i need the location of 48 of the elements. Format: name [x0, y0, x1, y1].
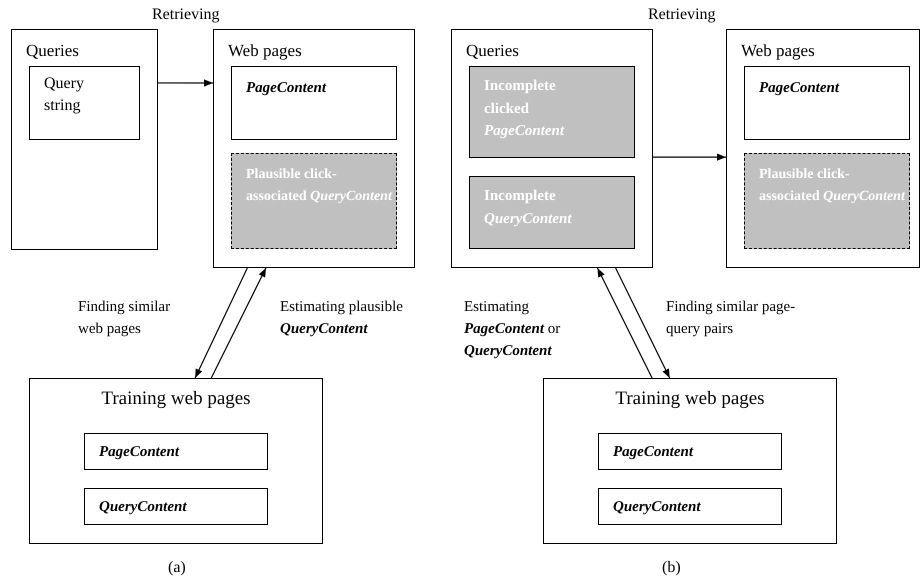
process-box	[231, 66, 397, 140]
node-text: PageContent	[759, 79, 840, 98]
node-text: Web pages	[228, 40, 303, 62]
arrow	[596, 268, 653, 378]
node-text: PageContent	[99, 443, 180, 462]
arrow	[615, 268, 670, 378]
panel-label: Retrieving	[152, 5, 220, 25]
process-box	[84, 488, 268, 525]
container-box	[726, 29, 920, 268]
arrow	[210, 268, 266, 378]
edge-label: Finding similar web pages	[78, 298, 172, 339]
node-text: Training web pages	[614, 387, 766, 411]
process-box	[744, 66, 910, 140]
node-text: QueryContent	[99, 498, 188, 517]
container-box	[29, 378, 323, 544]
node-text: PageContent	[246, 79, 328, 98]
arrow	[158, 79, 213, 87]
node-text: Queries	[26, 40, 80, 62]
shaded-box	[469, 176, 635, 249]
node-text: PageContent	[613, 443, 694, 462]
edge-label: Estimating plausible QueryContent	[280, 298, 404, 339]
panel-label: Retrieving	[648, 5, 716, 25]
container-box	[543, 378, 837, 544]
panel-label: (b)	[662, 558, 681, 578]
arrow	[653, 154, 726, 161]
node-text: Incomplete QueryContent	[484, 187, 573, 228]
node-text: Query string	[44, 74, 85, 116]
process-box	[84, 433, 268, 470]
node-text: Web pages	[741, 40, 816, 62]
shaded-box	[469, 66, 635, 158]
node-text: QueryContent	[613, 498, 702, 517]
node-text: Plausible click-associated QueryContent	[759, 166, 905, 206]
container-box	[451, 29, 653, 268]
dashed-box	[744, 153, 910, 249]
process-box	[29, 66, 140, 140]
edge-label: Estimating PageContent or QueryContent	[464, 298, 562, 360]
panel-label: (a)	[168, 558, 186, 578]
node-text: Queries	[466, 40, 520, 62]
node-text: Incomplete clicked PageContent	[484, 77, 566, 141]
container-box	[213, 29, 415, 268]
node-text: Plausible click-associated QueryContent	[246, 166, 392, 206]
process-box	[598, 488, 782, 525]
process-box	[598, 433, 782, 470]
container-box	[11, 29, 158, 250]
node-text: Training web pages	[100, 387, 252, 411]
dashed-box	[231, 153, 397, 249]
arrow	[194, 268, 248, 378]
edge-label: Finding similar page-query pairs	[666, 298, 796, 339]
